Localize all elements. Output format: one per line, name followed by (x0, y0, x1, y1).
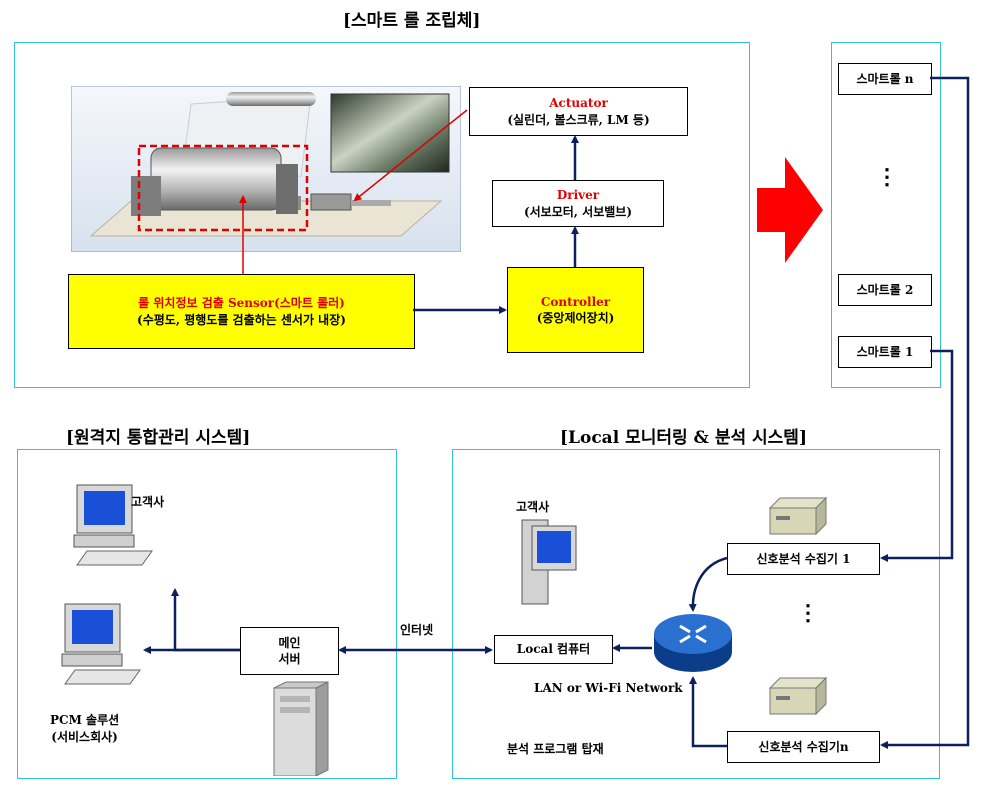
internet-label: 인터넷 (400, 623, 434, 637)
local-computer-box: Local 컴퓨터 (494, 635, 613, 664)
controller-subtitle: (중앙제어장치) (536, 311, 615, 325)
driver-box: Driver (서보모터, 서보밸브) (492, 180, 664, 227)
collector-device-1-icon (768, 496, 828, 536)
roll-list-ellipsis: ⋮ (876, 164, 898, 190)
driver-subtitle: (서보모터, 서보밸브) (523, 204, 633, 219)
roll-n-to-collector-n-line (880, 76, 970, 749)
actuator-box: Actuator (실린더, 볼스크류, LM 등) (469, 87, 688, 136)
flow-arrow-icon (757, 157, 823, 263)
sensor-title: 롤 위치정보 검출 Sensor(스마트 롤러) (138, 296, 345, 311)
roll-list-panel (831, 42, 941, 388)
pcm-solution-line1: PCM 솔루션 (50, 713, 120, 727)
local-customer-computer-icon (521, 519, 577, 605)
controller-title: Controller (540, 294, 611, 309)
server-tower-icon (273, 681, 329, 776)
local-system-panel (452, 449, 940, 779)
customer-computer-icon (73, 484, 153, 566)
server-to-customer-line (171, 588, 240, 652)
router-icon (654, 614, 732, 672)
network-label: LAN or Wi-Fi Network (534, 681, 683, 695)
pcm-solution-line2: (서비스회사) (51, 729, 118, 744)
collector-1-box: 신호분석 수집기 1 (727, 543, 880, 575)
smart-roll-machine-illustration (71, 86, 461, 252)
smart-roll-assembly-title: [스마트 롤 조립체] (343, 11, 481, 31)
roll-1-to-collector-1-line (880, 349, 954, 562)
smart-roll-2: 스마트롤 2 (838, 274, 932, 306)
driver-title: Driver (556, 188, 600, 203)
remote-system-title: [원격지 통합관리 시스템] (66, 428, 251, 448)
actuator-title: Actuator (549, 96, 608, 111)
collector-device-n-icon (768, 676, 828, 716)
smart-roll-n: 스마트롤 n (838, 63, 932, 95)
photo-pointer-line (353, 109, 468, 202)
controller-box: Controller (중앙제어장치) (507, 267, 644, 353)
local-customer-label: 고객사 (516, 500, 550, 514)
remote-customer-label: 고객사 (131, 495, 165, 509)
local-system-title: [Local 모니터링 & 분석 시스템] (560, 428, 807, 448)
collector-ellipsis: ⋮ (797, 600, 819, 626)
smart-roll-1: 스마트롤 1 (838, 336, 932, 368)
main-server-box: 메인 서버 (240, 627, 339, 675)
main-server-line2: 서버 (278, 652, 301, 666)
collector-n-to-router-line (689, 676, 727, 748)
pcm-solution-label: PCM 솔루션 (서비스회사) (50, 712, 119, 746)
collector-1-to-router-line (688, 556, 728, 612)
pcm-computer-icon (61, 603, 141, 685)
main-server-line1: 메인 (278, 635, 301, 650)
sensor-box: 롤 위치정보 검출 Sensor(스마트 롤러) (수평도, 평행도를 검출하는… (68, 274, 415, 349)
collector-n-box: 신호분석 수집기n (727, 731, 880, 763)
actuator-subtitle: (실린더, 볼스크류, LM 등) (507, 112, 650, 127)
sensor-subtitle: (수평도, 평행도를 검출하는 센서가 내장) (137, 312, 346, 327)
program-label: 분석 프로그램 탑재 (507, 742, 604, 756)
